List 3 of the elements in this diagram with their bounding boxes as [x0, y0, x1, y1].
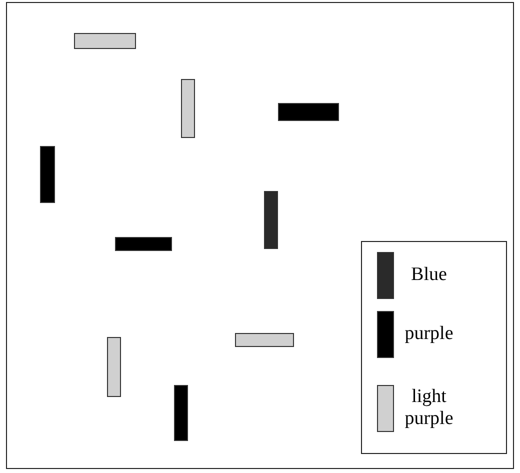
legend-label: light purple	[404, 386, 454, 430]
legend-label: Blue	[410, 264, 448, 286]
legend-label: purple	[404, 323, 454, 345]
